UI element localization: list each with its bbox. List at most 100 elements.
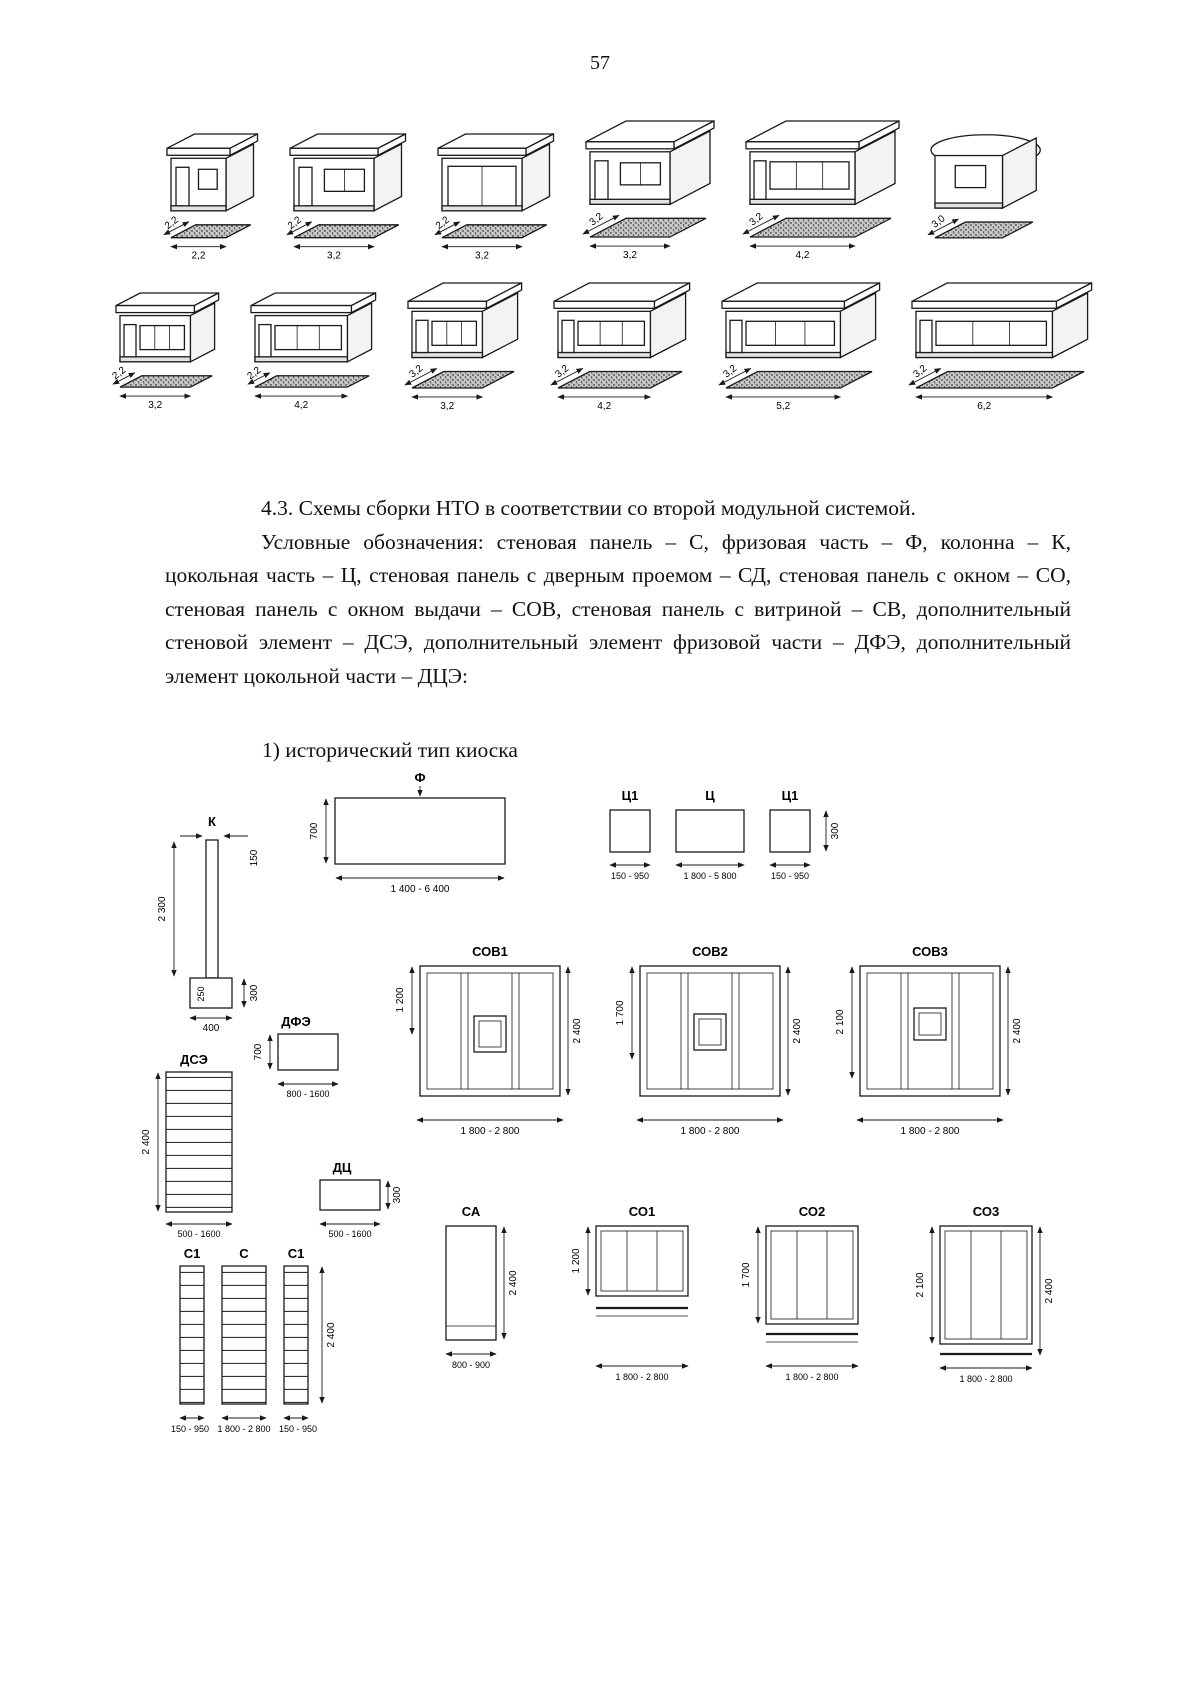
kiosk-drawing [407,281,523,359]
sa-label: СА [462,1204,481,1219]
kiosk-depth-dim: 2,2 [434,214,452,231]
c-label: Ц [705,788,715,803]
kiosk-width-dim: 2,2 [192,251,206,262]
dc-label: ДЦ [333,1160,352,1175]
dse-label: ДСЭ [180,1052,208,1067]
kiosk-depth-dim: 2,2 [163,214,181,231]
assembly-diagram-container: К 150 2 300 300 250 400 Ф 700 1 400 - 6 … [130,766,1130,1471]
kiosk-figure-r2-4: 3,2 4,2 [550,281,691,412]
cob1-left-dim: 1 200 [395,987,406,1012]
s-label: С [239,1246,249,1261]
diagram-wall-s-group: С1 С С1 2 400 150 - 950 1 800 - 2 800 15… [171,1246,337,1434]
k-height-dim: 2 300 [157,896,168,921]
diagram-panel-so2: СО2 1 700 1 800 - 2 800 [741,1204,859,1382]
so1-label: СО1 [629,1204,655,1219]
kiosk-width-dim: 3,2 [475,251,489,262]
kiosk-width-dim: 3,2 [440,401,454,412]
kiosk-figure-r2-2: 2,24,2 [245,291,377,411]
dfe-width-dim: 800 - 1600 [286,1089,329,1099]
kiosk-depth-dim: 3,2 [588,211,606,228]
kiosk-plan: 3,2 3,2 [404,363,515,412]
cob1-label: СОВ1 [472,944,508,959]
kiosk-depth-dim: 3,2 [748,211,766,228]
kiosk-drawing [585,119,715,206]
diagram-element-dfe: ДФЭ 700 800 - 1600 [253,1014,339,1099]
c1b-width-dim: 150 - 950 [771,871,809,881]
k-width-dim: 150 [249,849,260,866]
kiosk-figure-r1-1: 2,2 2,2 [163,132,259,262]
cob3-label: СОВ3 [912,944,948,959]
cob1-width-dim: 1 800 - 2 800 [461,1126,520,1137]
kiosk-width-dim: 4,2 [597,401,611,412]
kiosk-figure-r1-4: 3,2 3,2 [582,119,715,261]
kiosk-figure-r2-6: 3,26,2 [908,281,1093,412]
list-item-1-heading: 1) исторический тип киоска [262,738,518,762]
so2-width-dim: 1 800 - 2 800 [785,1372,838,1382]
kiosk-depth-dim: 3,2 [407,363,425,380]
diagram-panel-so3: СО3 2 100 2 400 1 800 - 2 800 [915,1204,1055,1384]
kiosk-depth-dim: 3,0 [930,213,948,230]
kiosk-depth-dim: 2,2 [286,214,304,231]
kiosk-drawing [930,134,1041,210]
cob2-right-dim: 2 400 [792,1018,803,1043]
kiosk-figure-r1-2: 2,23,2 [286,132,407,262]
kiosk-drawing [745,119,900,206]
kiosk-drawing [115,291,220,363]
kiosk-figure-r2-1: 2,23,2 [110,291,220,411]
dc-width-dim: 500 - 1600 [328,1229,371,1239]
k-base-height-dim: 300 [249,984,260,1001]
s1b-label: С1 [288,1246,305,1261]
s-width-dim: 1 800 - 2 800 [217,1424,270,1434]
kiosk-drawing [911,281,1093,359]
dc-height-dim: 300 [392,1186,403,1203]
sa-width-dim: 800 - 900 [452,1360,490,1370]
dfe-height-dim: 700 [253,1043,264,1060]
kiosk-plan: 3,2 4,2 [742,211,892,261]
f-height-dim: 700 [309,822,320,839]
kiosk-plan: 3,2 3,2 [582,211,707,261]
kiosk-plan: 3,0 [927,213,1034,239]
kiosk-depth-dim: 3,2 [553,363,571,380]
so2-left-dim: 1 700 [741,1262,752,1287]
dse-height-dim: 2 400 [141,1129,152,1154]
dfe-label: ДФЭ [281,1014,310,1029]
kiosk-figure-r1-6: 3,0 [927,134,1041,239]
s1b-width-dim: 150 - 950 [279,1424,317,1434]
kiosk-drawing [553,281,691,359]
f-label: Ф [414,770,425,785]
so3-label: СО3 [973,1204,999,1219]
c1b-label: Ц1 [782,788,799,803]
so2-label: СО2 [799,1204,825,1219]
kiosk-depth-dim: 2,2 [110,365,128,382]
so1-left-dim: 1 200 [571,1248,582,1273]
diagram-element-dse: ДСЭ 2 400 500 - 1600 [141,1052,233,1239]
sa-height-dim: 2 400 [508,1270,519,1295]
diagram-panel-cob3: СОВ3 2 100 2 400 1 800 - 2 800 [835,944,1023,1137]
k-base-width-dim: 400 [203,1023,220,1034]
intro-text: 4.3. Схемы сборки НТО в соответствии со … [165,492,1071,693]
kiosk-width-dim: 5,2 [776,401,790,412]
c1-label: Ц1 [622,788,639,803]
kiosk-plan: 3,26,2 [908,363,1085,412]
c-width-dim: 1 800 - 5 800 [683,871,736,881]
so3-width-dim: 1 800 - 2 800 [959,1374,1012,1384]
diagram-panel-cob1: СОВ1 1 200 2 400 1 800 - 2 800 [395,944,583,1137]
s1-label: С1 [184,1246,201,1261]
k-label: К [208,814,216,829]
kiosk-drawing [437,132,555,212]
kiosk-drawing [289,132,407,212]
so3-left-dim: 2 100 [915,1272,926,1297]
kiosk-width-dim: 3,2 [623,250,637,261]
cob3-left-dim: 2 100 [835,1009,846,1034]
kiosk-width-dim: 4,2 [796,250,810,261]
kiosk-plan: 3,2 4,2 [550,363,683,412]
diagram-element-dc: ДЦ 300 500 - 1600 [319,1160,403,1239]
kiosk-figure-r1-3: 2,2 3,2 [434,132,555,262]
kiosk-plan: 3,25,2 [718,363,873,412]
kiosk-plan: 2,23,2 [110,365,213,411]
kiosk-figure-r1-5: 3,2 4,2 [742,119,900,261]
kiosk-width-dim: 4,2 [294,400,308,411]
paragraph-legend: Условные обозначения: стеновая панель – … [165,529,1071,688]
